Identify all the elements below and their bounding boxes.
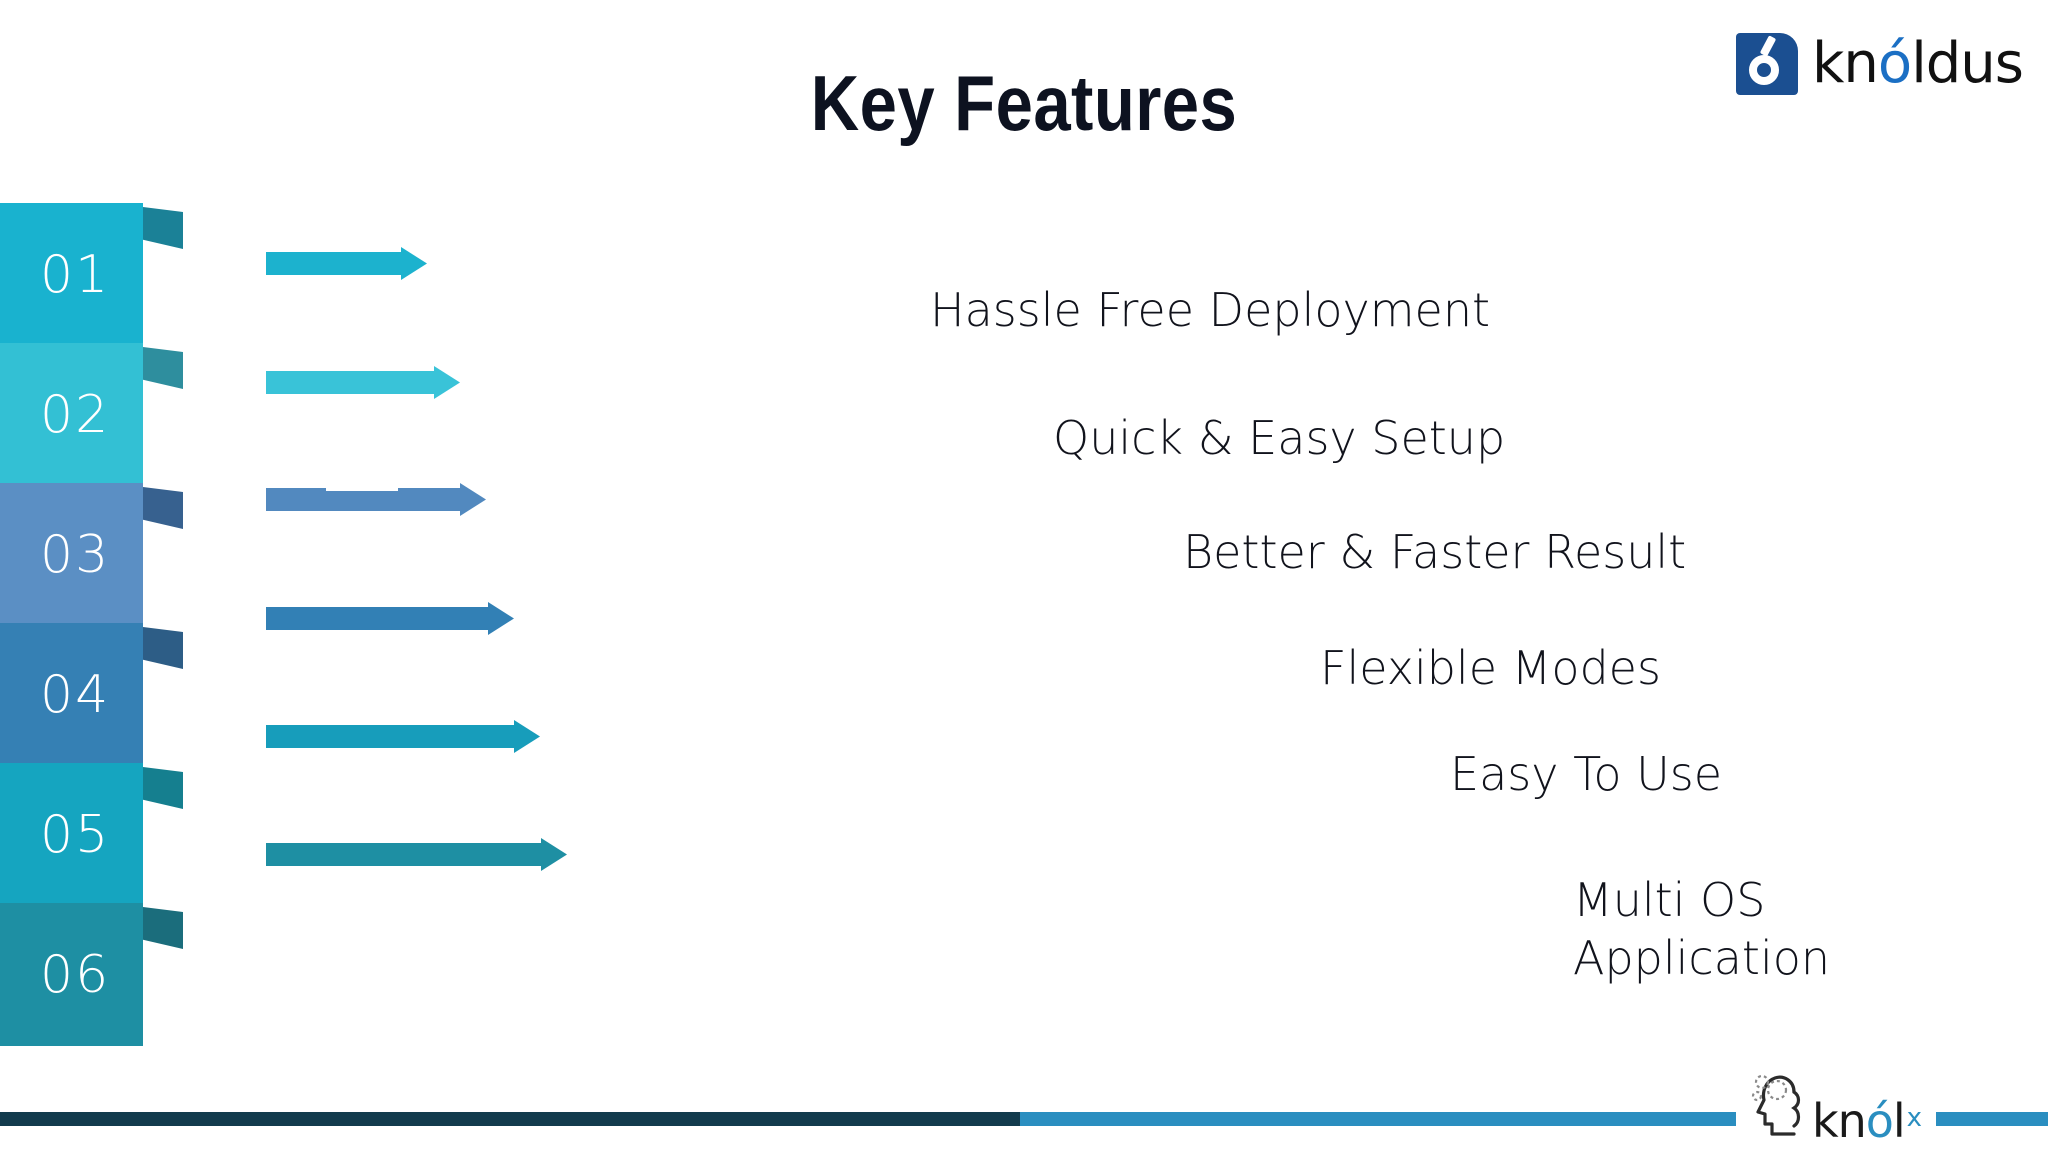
step-number-block[interactable]: 06 [0,903,143,1046]
knolx-word-part-1: kn [1811,1093,1867,1148]
step-arrow-icon [266,602,514,635]
knolx-superscript: x [1906,1102,1923,1133]
step-number-block[interactable]: 01 [0,203,143,346]
step-arrow-head [401,247,427,280]
feature-label: Flexible Modes [1320,641,1661,695]
step-ribbon-tab [143,487,183,529]
step-number-label: 03 [40,524,111,585]
step-number-label: 06 [40,944,111,1005]
step-arrow-shaft [266,252,401,275]
step-ribbon-tab [143,907,183,949]
step-arrow-shaft [266,725,514,748]
step-ribbon-tab [143,767,183,809]
step-ribbon-tab [143,347,183,389]
step-arrow-head [434,366,460,399]
feature-label: Hassle Free Deployment [930,283,1491,337]
knoldus-mark-accent [1759,35,1777,57]
knoldus-word-part-2: ldus [1911,31,2024,96]
knolx-word-accent: ó [1865,1093,1894,1148]
knolx-logo: knól x [1736,1050,1936,1146]
step-arrow-shaft [266,607,488,630]
step-arrow-icon [266,483,486,516]
footer-bar-dark [0,1112,1020,1126]
step-number-label: 05 [40,804,111,865]
knoldus-logo: knóldus [1736,28,2024,100]
step-ribbon-tab [143,207,183,249]
step-number-label: 02 [40,384,111,445]
knolx-word: knól [1812,1098,1906,1144]
knoldus-word-accent: ó [1877,31,1912,96]
step-number-block[interactable]: 02 [0,343,143,486]
knolx-wordmark: knól x [1812,1098,1923,1144]
step-number-block[interactable]: 04 [0,623,143,766]
step-arrow-icon [266,838,567,871]
feature-label: Quick & Easy Setup [1053,411,1506,465]
step-number-label: 04 [40,664,111,725]
knolx-word-part-2: l [1892,1093,1906,1148]
step-arrow-icon [266,247,427,280]
step-number-block[interactable]: 03 [0,483,143,626]
step-arrow-head [541,838,567,871]
step-number-label: 01 [40,244,111,305]
step-arrow-icon [266,720,540,753]
step-arrow-shaft [266,843,541,866]
step-ribbon-tab [143,627,183,669]
step-arrow-notch [326,487,398,491]
page-title: Key Features [810,59,1238,147]
step-arrow-head [514,720,540,753]
step-arrow-head [488,602,514,635]
knoldus-logo-mark-icon [1736,33,1798,95]
feature-label: Multi OS Application [1573,873,1831,985]
step-arrow-icon [266,366,460,399]
knoldus-word-part-1: kn [1812,31,1879,96]
knolx-head-icon [1751,1074,1801,1136]
step-arrow-shaft [266,488,460,511]
knoldus-wordmark: knóldus [1812,36,2024,92]
step-number-block[interactable]: 05 [0,763,143,906]
feature-label: Better & Faster Result [1183,525,1687,579]
step-arrow-head [460,483,486,516]
step-arrow-shaft [266,371,434,394]
feature-label: Easy To Use [1450,747,1723,801]
knoldus-mark-ring [1749,55,1779,85]
